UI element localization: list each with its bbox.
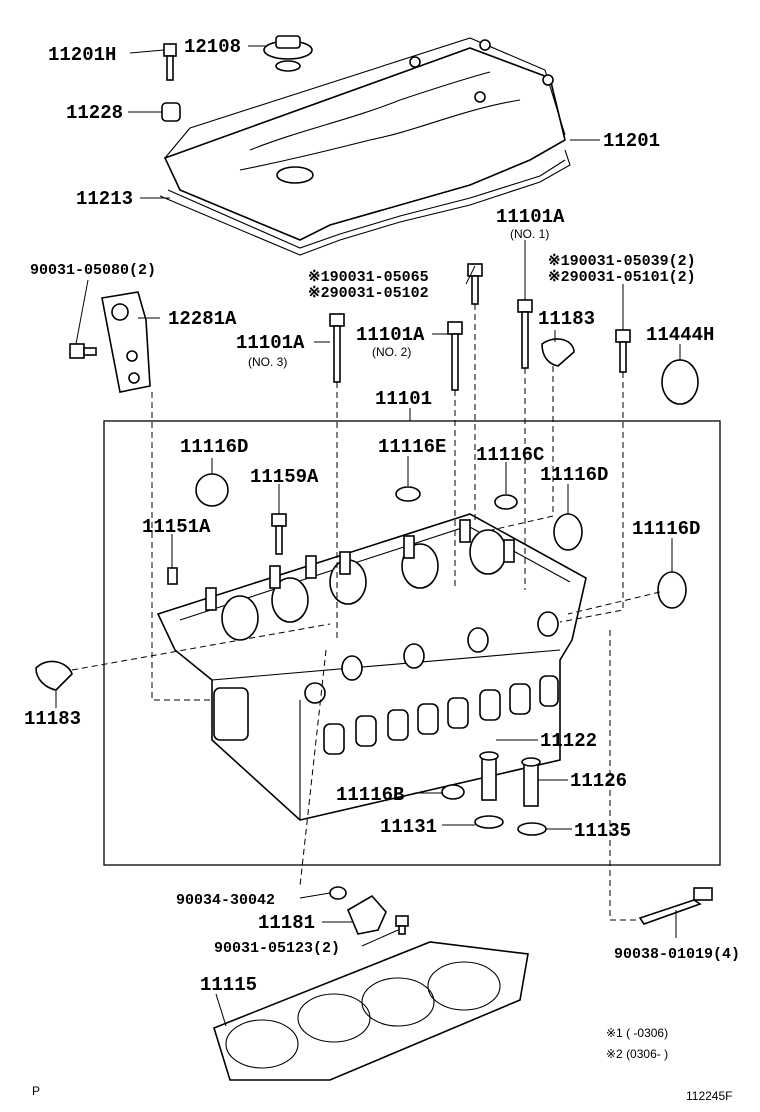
label-11101A-no3: 11101A — [236, 332, 305, 354]
bolt-90031-05123 — [395, 915, 409, 935]
label-11131: 11131 — [380, 816, 437, 838]
bolt-11101A-no3 — [329, 313, 345, 383]
label-11122: 11122 — [540, 730, 597, 752]
label-90034-30042: 90034-30042 — [176, 892, 275, 909]
plug-11116C — [494, 494, 518, 510]
dowel-pin-11151A — [167, 567, 178, 585]
stud-bolt-11201H — [163, 43, 177, 81]
plug-11116B — [441, 784, 465, 800]
label-11183-top: 11183 — [538, 308, 595, 330]
bolt-11101A-no1 — [517, 299, 533, 369]
label-11115: 11115 — [200, 974, 257, 996]
label-no1: (NO. 1) — [510, 227, 549, 241]
label-11116C: 11116C — [476, 444, 544, 466]
plug-11116D-b — [553, 513, 583, 551]
label-11201: 11201 — [603, 130, 660, 152]
alignment-lines — [71, 304, 661, 921]
plug-11116D-c — [657, 571, 687, 609]
valve-stem-seal-11131 — [474, 815, 504, 829]
figure-code: 112245F — [686, 1089, 732, 1103]
cylinder-head — [156, 513, 587, 821]
plug-11116E — [395, 486, 421, 502]
footnote-2: ※2 (0306- ) — [606, 1047, 668, 1061]
label-11116D-b: 11116D — [540, 464, 608, 486]
label-12108: 12108 — [184, 36, 241, 58]
label-no3: (NO. 3) — [248, 355, 287, 369]
valve-guide-exhaust — [479, 751, 499, 801]
cylinder-head-gasket — [213, 941, 529, 1081]
label-11151A: 11151A — [142, 516, 211, 538]
bolt-11101A-no2 — [447, 321, 463, 391]
label-11181: 11181 — [258, 912, 315, 934]
bolt-right-small — [615, 329, 631, 373]
cover-gasket — [159, 149, 571, 256]
bolt-center-small — [467, 263, 483, 305]
label-11228: 11228 — [66, 102, 123, 124]
cover-plug-11444H — [661, 359, 699, 405]
label-no2: (NO. 2) — [372, 345, 411, 359]
label-11213: 11213 — [76, 188, 133, 210]
label-11201H: 11201H — [48, 44, 116, 66]
camshaft-plug-left — [35, 660, 73, 691]
engine-hanger-bracket — [101, 291, 151, 393]
label-11116D-a: 11116D — [180, 436, 248, 458]
label-bolt-s2-b: ※290031-05101(2) — [548, 269, 696, 286]
label-11444H: 11444H — [646, 324, 714, 346]
oil-filler-cap — [263, 35, 313, 72]
stud-bolt-11159A — [271, 513, 287, 555]
valve-stem-seal-11135 — [517, 822, 547, 836]
bracket-bolt — [69, 343, 97, 359]
label-11101: 11101 — [375, 388, 432, 410]
label-11126: 11126 — [570, 770, 627, 792]
label-11183-left: 11183 — [24, 708, 81, 730]
label-11101A-no2: 11101A — [356, 324, 425, 346]
leader-lines — [55, 45, 681, 1027]
label-bolt-s1-b: ※190031-05039(2) — [548, 253, 696, 270]
label-11116B: 11116B — [336, 784, 404, 806]
label-bolt-s2-a: ※290031-05102 — [308, 285, 429, 302]
label-bolt-left: 90031-05080(2) — [30, 262, 156, 279]
valve-guide-intake — [521, 757, 541, 807]
cylinder-head-group-frame — [103, 420, 721, 866]
plug-11116D-a — [195, 473, 229, 507]
label-11116D-c: 11116D — [632, 518, 700, 540]
label-bolt-s1-a: ※190031-05065 — [308, 269, 429, 286]
label-90038-01019: 90038-01019(4) — [614, 946, 740, 963]
head-bolt-90038 — [638, 887, 713, 925]
cover-plate-11181 — [346, 894, 387, 935]
corner-marker: P — [32, 1084, 40, 1098]
grommet — [161, 102, 181, 122]
label-11101A-no1: 11101A — [496, 206, 565, 228]
label-11135: 11135 — [574, 820, 631, 842]
label-11116E: 11116E — [378, 436, 446, 458]
footnote-1: ※1 ( -0306) — [606, 1026, 668, 1040]
label-11159A: 11159A — [250, 466, 319, 488]
camshaft-plug-top — [541, 338, 575, 367]
washer-90034 — [329, 886, 347, 900]
label-12281A: 12281A — [168, 308, 237, 330]
cylinder-head-cover — [163, 37, 566, 241]
label-90031-05123: 90031-05123(2) — [214, 940, 340, 957]
